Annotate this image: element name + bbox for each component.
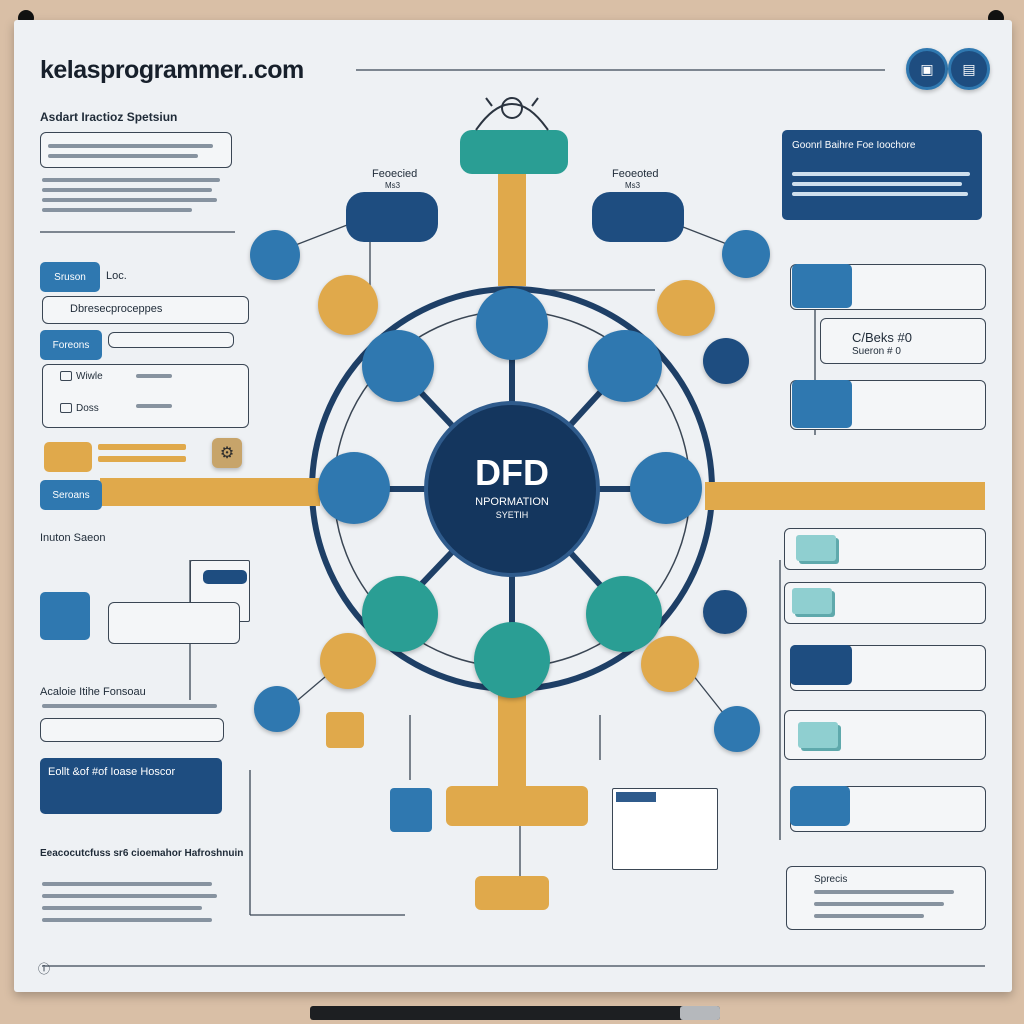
brand-title: kelasprogrammer..com	[40, 56, 304, 84]
right-store-3-tag[interactable]	[790, 645, 852, 685]
center-line2: SYETIH	[495, 510, 529, 520]
row1-label: Wiwle	[76, 371, 103, 382]
pen-tip	[680, 1006, 720, 1020]
sat-blue-4[interactable]	[703, 590, 747, 634]
bottom-store-box[interactable]	[475, 876, 549, 910]
center-title: DFD	[475, 452, 549, 493]
cbeks-label: C/Beks #0	[852, 330, 912, 345]
bottom-small-box[interactable]	[326, 712, 364, 748]
pipe-top	[498, 168, 526, 286]
sat-blue-3[interactable]	[703, 338, 749, 384]
process-field[interactable]	[42, 296, 249, 324]
search-tag[interactable]: Sruson	[40, 262, 100, 292]
right-footer-box	[786, 866, 986, 930]
right-row-3-tag[interactable]	[792, 380, 852, 428]
gear-icon[interactable]: ⚙	[212, 438, 242, 468]
right-store-5-tag[interactable]	[790, 786, 850, 826]
sat-gold-bl[interactable]	[320, 633, 376, 689]
footer-arrow: ⓘ	[38, 962, 51, 976]
loc-label: Loc.	[106, 270, 127, 282]
sueron-label: Sueron # 0	[852, 346, 901, 357]
db-cube-1	[796, 535, 836, 561]
db-cube-2	[792, 588, 832, 614]
pipe-left	[100, 478, 320, 506]
sat-blue-6[interactable]	[254, 686, 300, 732]
footer-note: Sprecis	[814, 874, 848, 885]
econ-field[interactable]	[108, 332, 234, 348]
right-callout-title: Goonrl Baihre Foe Ioochore	[792, 140, 916, 151]
node-right[interactable]	[630, 452, 702, 524]
left-heading-1: Asdart Iractioz Spetsiun	[40, 110, 178, 124]
left-note-box	[40, 132, 232, 168]
left-blue-block[interactable]	[40, 592, 90, 640]
left-heading-3: Acaloie Itihe Fonsoau	[40, 686, 146, 698]
left-heading-4: Eeacocutcfuss sr6 cioemahor Hafroshnuin	[40, 848, 244, 859]
top-right-hex[interactable]	[592, 192, 684, 242]
bottom-blue-box[interactable]	[390, 788, 432, 832]
node-left[interactable]	[318, 452, 390, 524]
node-bottom[interactable]	[474, 622, 550, 698]
left-callout[interactable]: Eollt &of #of Ioase Hoscor	[40, 758, 222, 814]
sat-gold-tr[interactable]	[657, 280, 715, 336]
row2-label: Doss	[76, 403, 99, 414]
center-hub	[424, 401, 600, 577]
center-line1: NPORMATION	[475, 496, 549, 508]
pipe-right	[705, 482, 985, 510]
node-bottom-left[interactable]	[362, 576, 438, 652]
left-heading-2: Inuton Saeon	[40, 532, 106, 544]
checkbox-2[interactable]	[60, 403, 72, 413]
pipe-bottom	[498, 695, 526, 790]
node-top-right[interactable]	[588, 330, 662, 402]
sat-blue-1[interactable]	[250, 230, 300, 280]
pen	[310, 1006, 720, 1020]
service-tag[interactable]: Seroans	[40, 480, 102, 510]
node-bottom-right[interactable]	[586, 576, 662, 652]
checkbox-1[interactable]	[60, 371, 72, 381]
bulb-icon	[475, 97, 549, 131]
top-left-hex[interactable]	[346, 192, 438, 242]
top-left-sub: Ms3	[385, 181, 401, 190]
left-field-2[interactable]	[108, 602, 240, 644]
gold-tag-left[interactable]	[44, 442, 92, 472]
econ-tag[interactable]: Foreons	[40, 330, 102, 360]
share-icon[interactable]: ▤	[948, 48, 990, 90]
sat-blue-5[interactable]	[714, 706, 760, 752]
right-row-1-tag[interactable]	[792, 264, 852, 308]
top-right-sub: Ms3	[625, 181, 641, 190]
bottom-process-box[interactable]	[446, 786, 588, 826]
lock-icon[interactable]: ▣	[906, 48, 948, 90]
node-top-left[interactable]	[362, 330, 434, 402]
screen-header	[616, 792, 656, 802]
process-label: Dbresecproceppes	[70, 303, 163, 315]
left-field-3[interactable]	[40, 718, 224, 742]
db-cube-3	[798, 722, 838, 748]
top-process-box[interactable]	[460, 130, 568, 174]
sat-gold-tl[interactable]	[318, 275, 378, 335]
top-left-label: Feoecied	[372, 168, 418, 180]
node-top[interactable]	[476, 288, 548, 360]
top-right-label: Feoeoted	[612, 168, 659, 180]
sat-blue-2[interactable]	[722, 230, 770, 278]
sat-gold-br[interactable]	[641, 636, 699, 692]
mini-card[interactable]	[203, 570, 247, 584]
right-row-2[interactable]	[820, 318, 986, 364]
